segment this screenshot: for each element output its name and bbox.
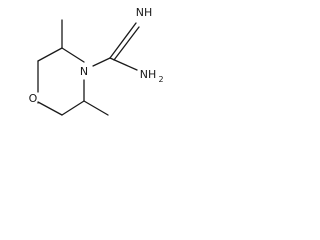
atom-amine-subscript: 2 <box>158 75 163 84</box>
atom-amine-nh: NH <box>140 68 157 81</box>
atom-imine-nh: NH <box>136 6 153 19</box>
bond-n-amidine-c <box>92 57 111 67</box>
bond-n-c3 <box>61 47 85 63</box>
bond-c-amine <box>109 57 138 71</box>
bond-c3-c2 <box>37 47 63 62</box>
bond-o-c6b <box>37 101 63 116</box>
atom-ring-nitrogen: N <box>80 65 88 78</box>
chemical-structure: N O NH NH 2 <box>29 6 164 116</box>
bond-c-imine-1 <box>109 22 137 59</box>
bond-c5-methyl <box>83 100 109 116</box>
atom-ring-oxygen: O <box>29 92 38 105</box>
bond-c-imine-2 <box>113 26 140 61</box>
bond-c6-c5 <box>61 100 85 116</box>
